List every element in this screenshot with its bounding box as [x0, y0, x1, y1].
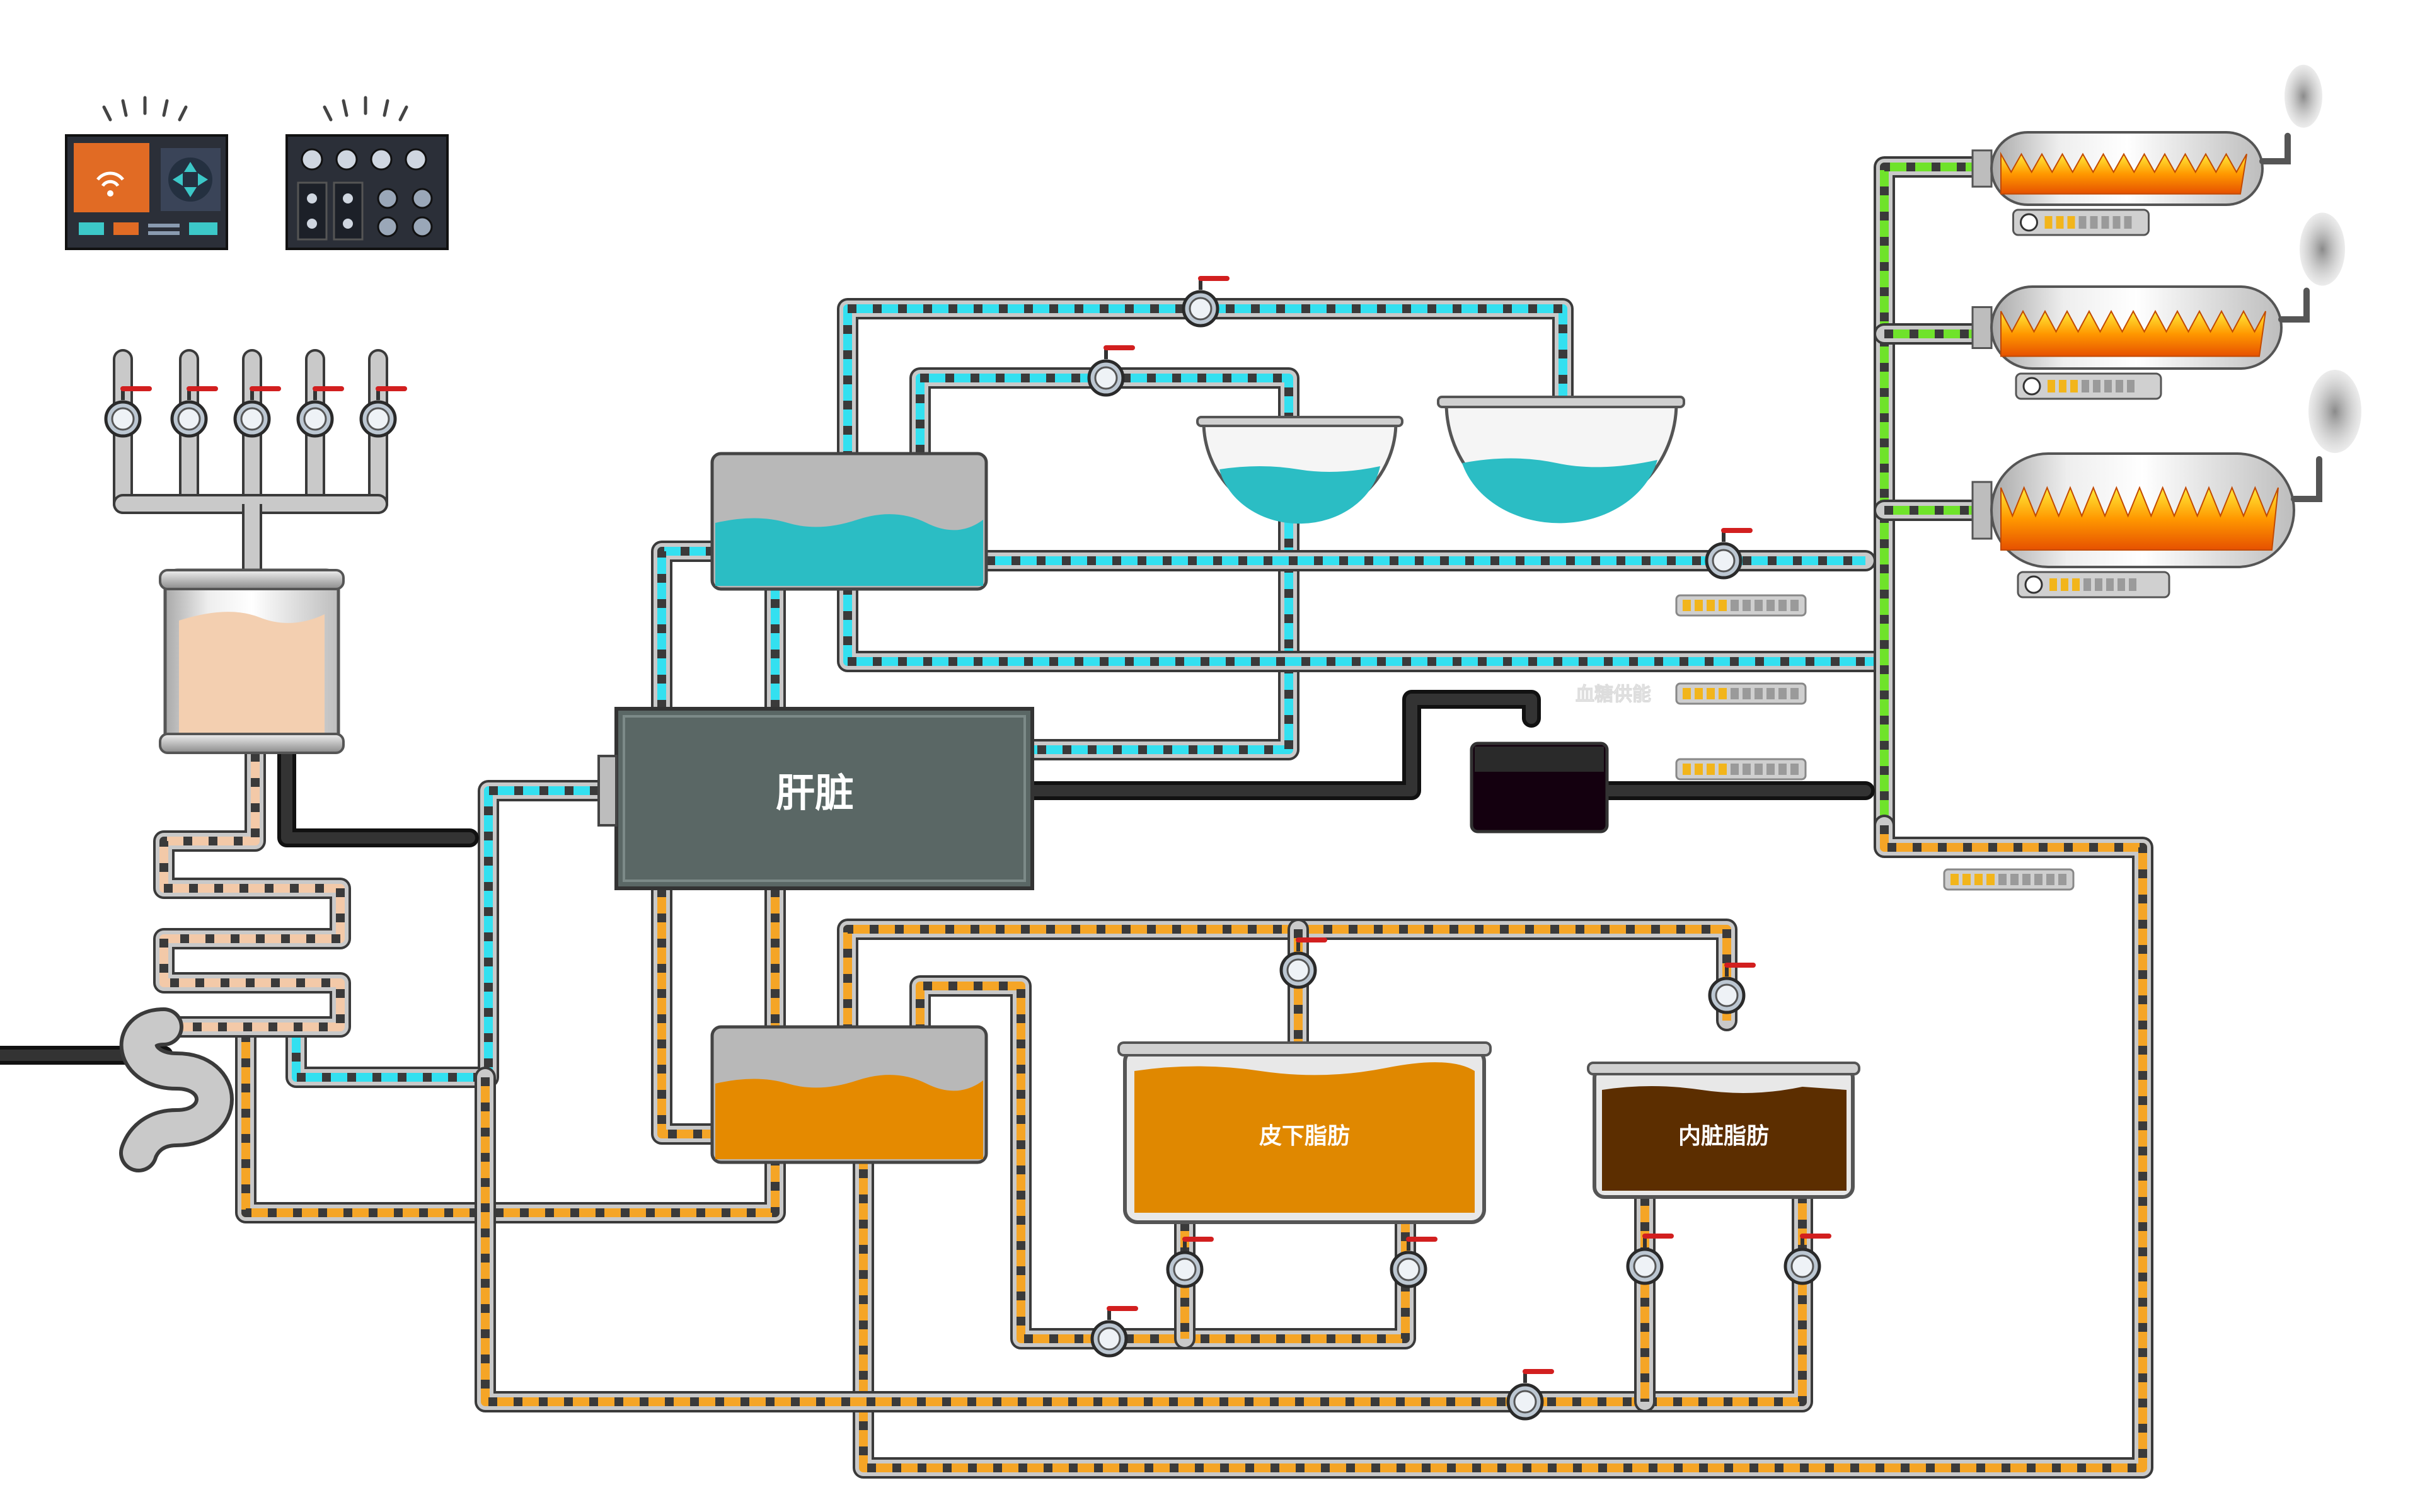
liver-processor: 肝脏 — [597, 707, 1034, 890]
valve-icon[interactable] — [1390, 1237, 1438, 1288]
level-gauge — [1675, 758, 1807, 781]
valve-group — [104, 276, 1831, 1421]
valve-icon[interactable] — [1705, 528, 1753, 580]
glucose-bowl-large — [1437, 396, 1685, 524]
gauge-group — [1675, 594, 2075, 891]
burner-group — [1971, 64, 2361, 598]
smoke-icon — [2300, 212, 2345, 286]
liver-label: 肝脏 — [776, 770, 854, 816]
exhaust-s-bend — [119, 1007, 234, 1172]
fat-bottom-loop-pipe — [235, 1022, 786, 1223]
valve-icon[interactable] — [359, 386, 407, 438]
food-tank — [159, 568, 345, 754]
smoke-icon — [2285, 64, 2322, 128]
glucose-tank — [710, 452, 988, 591]
valve-icon[interactable] — [104, 386, 152, 438]
valve-icon[interactable] — [1279, 937, 1327, 989]
valve-icon[interactable] — [1087, 345, 1135, 397]
blood-sugar-label: 血糖供能 — [1576, 684, 1651, 706]
subcutaneous-fat-label: 皮下脂肪 — [1259, 1123, 1350, 1149]
glucose-bowl-small — [1196, 416, 1403, 524]
food-coil-pipe — [153, 742, 351, 1038]
valve-icon[interactable] — [1090, 1306, 1138, 1358]
valve-icon[interactable] — [1166, 1237, 1214, 1288]
waste-to-liver-pipe — [1023, 690, 1541, 800]
burner-tank-icon — [1971, 370, 2361, 598]
glucose-mid-loop-pipe — [909, 367, 1299, 760]
visceral-fat-tank: 内脏脂肪 — [1587, 1062, 1860, 1199]
valve-icon[interactable] — [1783, 1234, 1831, 1285]
valve-icon[interactable] — [170, 386, 218, 438]
valve-icon[interactable] — [233, 386, 281, 438]
valve-icon[interactable] — [296, 386, 344, 438]
fat-outer-loop-pipe — [853, 815, 2153, 1479]
valve-icon[interactable] — [1506, 1369, 1554, 1421]
knob-control-panel-icon[interactable] — [285, 96, 449, 250]
valve-icon[interactable] — [1182, 276, 1230, 328]
waste-tank — [1470, 742, 1609, 833]
fat-subq-loop-pipe — [909, 975, 1416, 1349]
glucose-lower-loop-pipe — [837, 575, 1895, 672]
subcutaneous-fat-tank: 皮下脂肪 — [1117, 1041, 1492, 1224]
fat-visceral-loop-pipe — [475, 1067, 1813, 1412]
burner-tank-icon — [1971, 64, 2322, 236]
valve-icon[interactable] — [1708, 963, 1756, 1014]
level-gauge — [1675, 594, 1807, 617]
level-gauge — [1675, 682, 1807, 705]
glucose-liver-feed-pipe — [651, 541, 723, 719]
valve-icon[interactable] — [1626, 1234, 1674, 1285]
fat-liver-down-pipe — [651, 878, 723, 1145]
pipe-network — [0, 156, 2153, 1479]
wifi-control-panel-icon[interactable] — [65, 96, 228, 250]
energy-main-pipe — [1874, 156, 1983, 836]
fat-intake-tank — [710, 1025, 988, 1164]
smoke-icon — [2308, 370, 2361, 453]
food-to-liver-black-pipe — [277, 743, 479, 847]
level-gauge — [1943, 868, 2075, 891]
burner-tank-icon — [1971, 212, 2345, 400]
visceral-fat-label: 内脏脂肪 — [1678, 1123, 1769, 1149]
